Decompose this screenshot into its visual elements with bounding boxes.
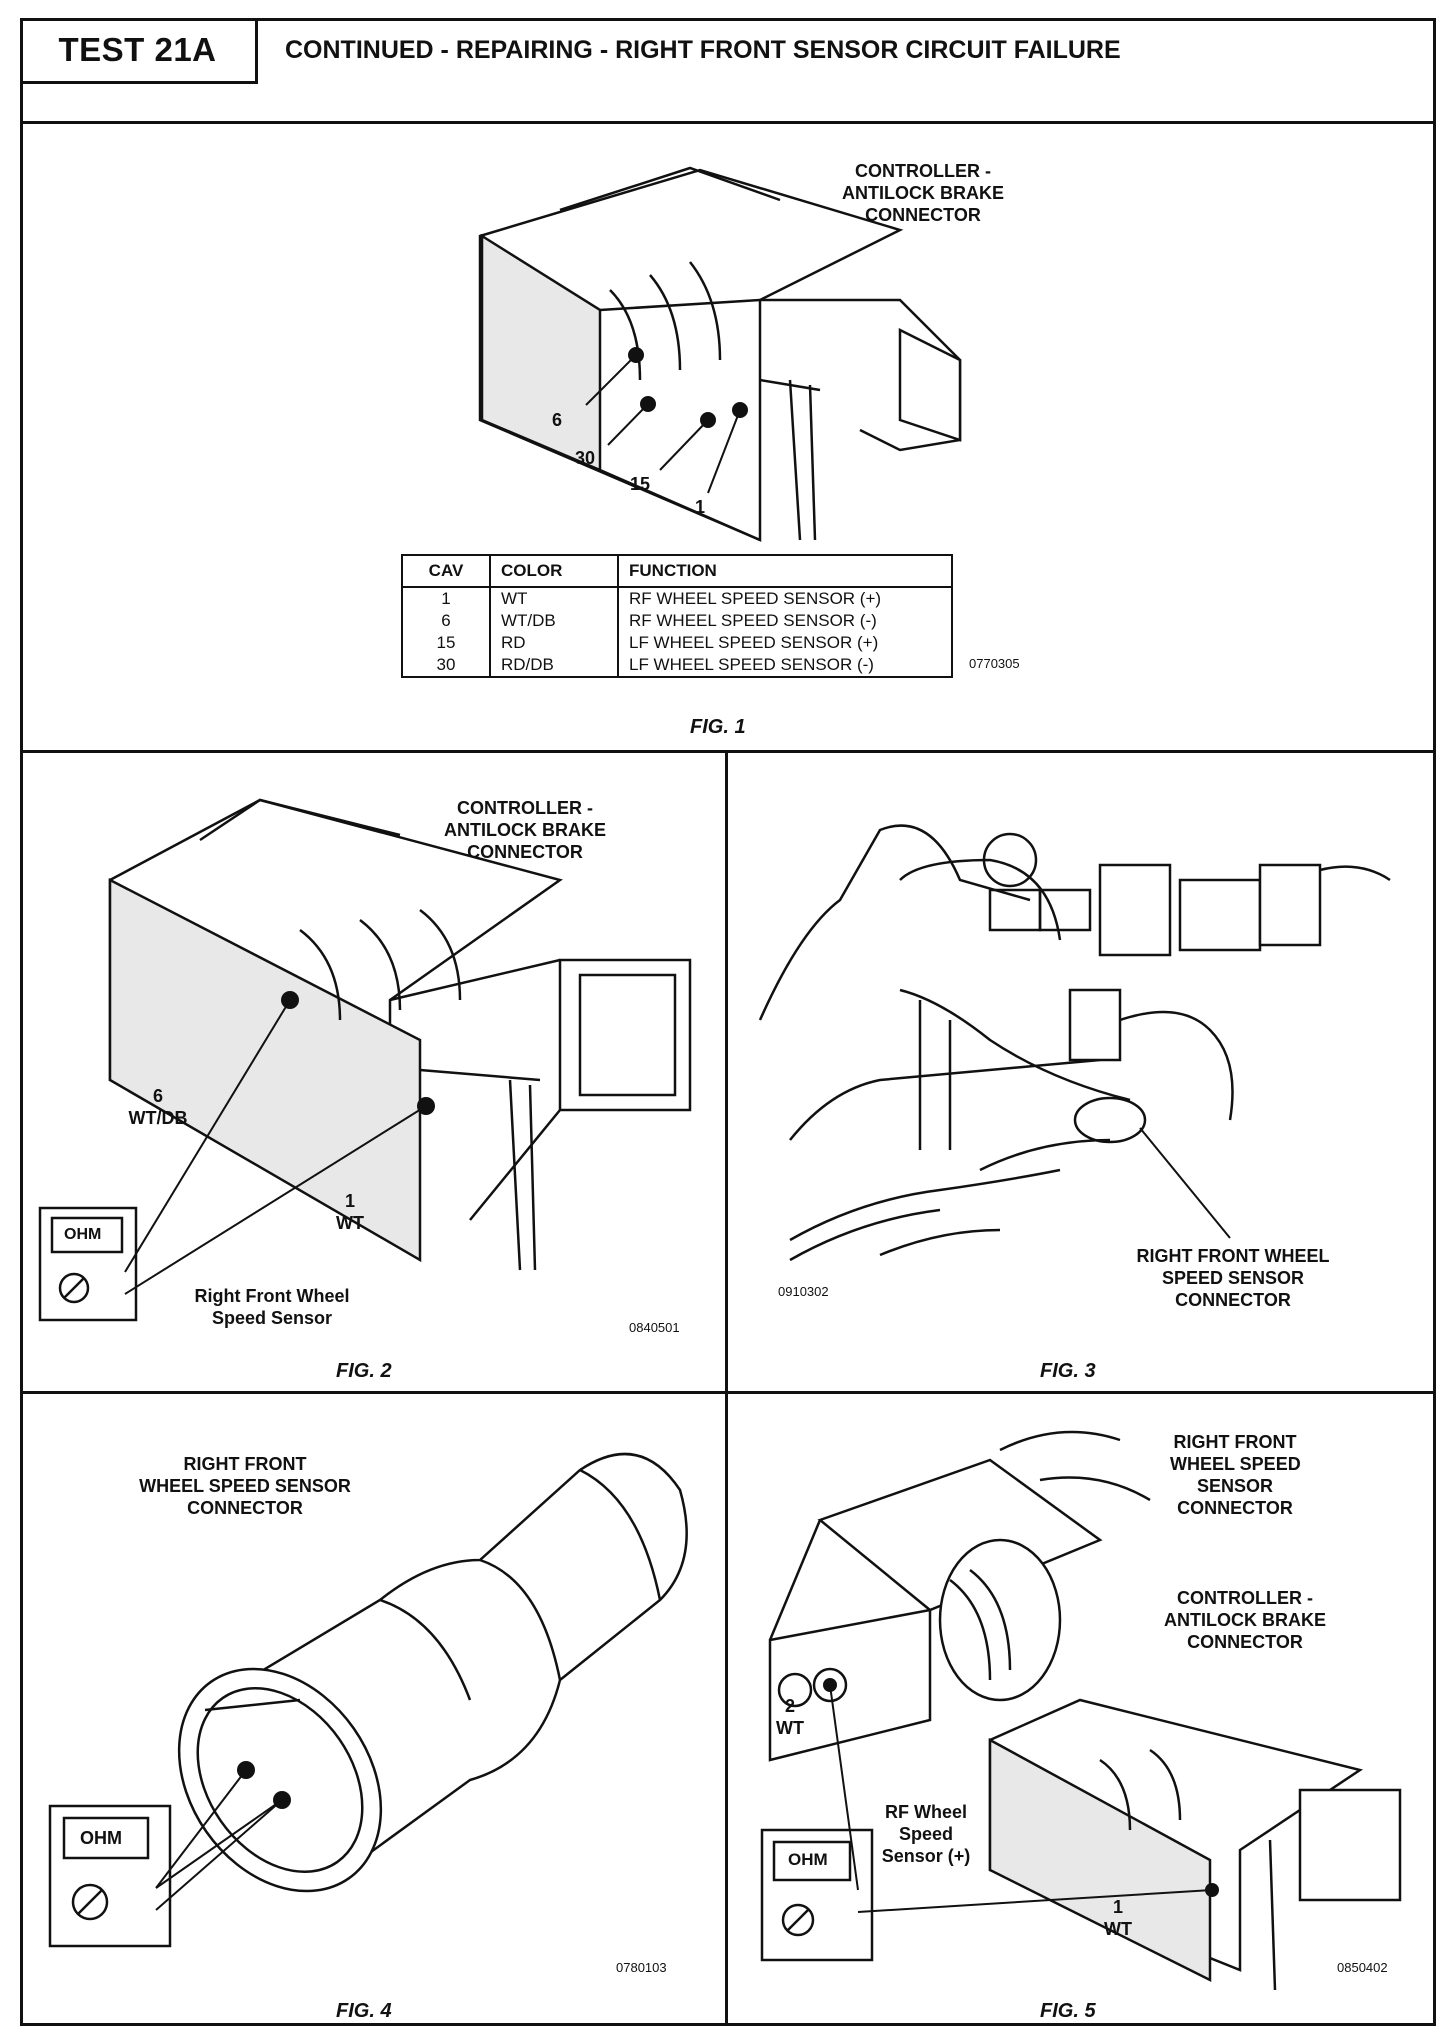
- column-divider: [725, 750, 728, 2026]
- fig1-connector-drawing: [478, 166, 962, 542]
- fig1-pin-6: 6: [552, 410, 563, 430]
- fig2-sensor-label: Right Front Wheel Speed Sensor: [194, 1286, 350, 1328]
- fig1-code: 0770305: [969, 656, 1020, 671]
- table-row: 15 RD LF WHEEL SPEED SENSOR (+): [402, 632, 952, 654]
- table-row: 6 WT/DB RF WHEEL SPEED SENSOR (-): [402, 610, 952, 632]
- fig4-code: 0780103: [616, 1960, 667, 1975]
- fig5-sensor-label: RF Wheel Speed Sensor (+): [881, 1802, 971, 1866]
- fig1-caption: FIG. 1: [690, 716, 746, 738]
- test-number: TEST 21A: [20, 18, 258, 84]
- fig4-connector-drawing: [48, 1452, 688, 1948]
- fig5-meter-display: OHM: [788, 1850, 828, 1869]
- fig3-caption: FIG. 3: [1040, 1360, 1096, 1382]
- fig1-divider: [20, 750, 1436, 753]
- fig1-pin-1: 1: [695, 497, 706, 517]
- row2-divider: [20, 1391, 1436, 1394]
- fig3-connector-label: RIGHT FRONT WHEEL SPEED SENSOR CONNECTOR: [1136, 1246, 1330, 1310]
- fig5-sensor-connector-label: RIGHT FRONT WHEEL SPEED SENSOR CONNECTOR: [1170, 1432, 1301, 1518]
- cavity-table: CAV COLOR FUNCTION 1 WT RF WHEEL SPEED S…: [401, 554, 953, 678]
- table-row: 1 WT RF WHEEL SPEED SENSOR (+): [402, 587, 952, 610]
- fig2-pin-1-label: 1 WT: [336, 1191, 364, 1233]
- fig2-connector-label: CONTROLLER - ANTILOCK BRAKE CONNECTOR: [444, 798, 606, 862]
- table-header-cav: CAV: [402, 555, 491, 588]
- table-row: 30 RD/DB LF WHEEL SPEED SENSOR (-): [402, 654, 952, 677]
- fig5-controller-label: CONTROLLER - ANTILOCK BRAKE CONNECTOR: [1164, 1588, 1326, 1652]
- fig4-meter-display: OHM: [80, 1828, 122, 1848]
- fig2-meter-display: OHM: [64, 1226, 102, 1243]
- fig4-connector-label: RIGHT FRONT WHEEL SPEED SENSOR CONNECTOR: [139, 1454, 351, 1518]
- fig5-pin-1-label: 1 WT: [1104, 1897, 1132, 1939]
- fig1-connector-label: CONTROLLER - ANTILOCK BRAKE CONNECTOR: [842, 161, 1004, 225]
- table-header-color: COLOR: [490, 555, 619, 588]
- fig3-wiring-drawing: [758, 824, 1391, 1262]
- table-header-function: FUNCTION: [618, 555, 952, 588]
- fig2-connector-drawing: [38, 798, 692, 1322]
- fig5-caption: FIG. 5: [1040, 2000, 1096, 2022]
- page-title: CONTINUED - REPAIRING - RIGHT FRONT SENS…: [285, 36, 1121, 64]
- fig5-code: 0850402: [1337, 1960, 1388, 1975]
- fig4-caption: FIG. 4: [336, 2000, 392, 2022]
- fig1-pin-30: 30: [575, 448, 596, 468]
- fig2-pin-6-label: 6 WT/DB: [128, 1086, 188, 1128]
- fig2-code: 0840501: [629, 1320, 680, 1335]
- fig3-code: 0910302: [778, 1284, 829, 1299]
- fig1-pin-15: 15: [630, 474, 651, 494]
- page-frame: [20, 18, 1436, 2026]
- fig5-pin-2-label: 2 WT: [776, 1696, 804, 1738]
- header-divider: [20, 121, 1436, 124]
- fig2-caption: FIG. 2: [336, 1360, 392, 1382]
